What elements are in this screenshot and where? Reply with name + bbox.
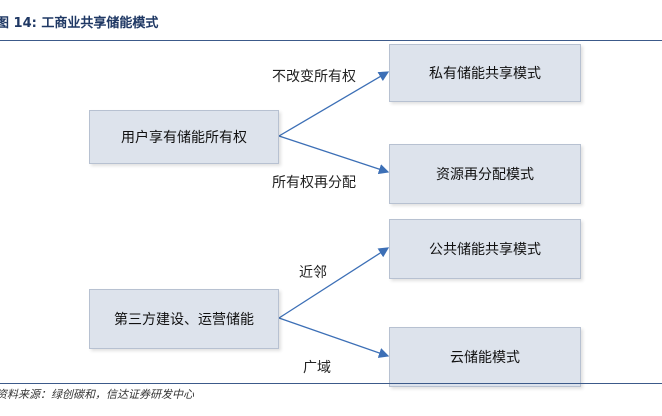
edge-label-nearby: 近邻 [299,265,327,281]
edge-label-no-change: 不改变所有权 [272,69,356,85]
node-public-mode: 公共储能共享模式 [389,219,581,279]
node-private-mode: 私有储能共享模式 [389,44,581,102]
arrow-to-private-mode [278,71,390,137]
arrow-to-resource-mode [278,135,390,175]
top-rule [0,40,662,41]
node-cloud-mode: 云储能模式 [389,327,581,387]
arrow-to-cloud-mode [278,317,390,358]
edge-label-wide-area: 广域 [303,360,331,376]
edge-label-reassign: 所有权再分配 [272,175,356,191]
node-third-party: 第三方建设、运营储能 [89,289,279,349]
bottom-rule [0,383,662,384]
node-user-owned: 用户享有储能所有权 [89,110,279,164]
node-resource-mode: 资源再分配模式 [389,144,581,204]
figure-title: 图 14: 工商业共享储能模式 [0,16,159,31]
source-note: 资料来源：绿创碳和，信达证券研发中心 [0,388,194,401]
arrow-to-public-mode [278,247,390,319]
